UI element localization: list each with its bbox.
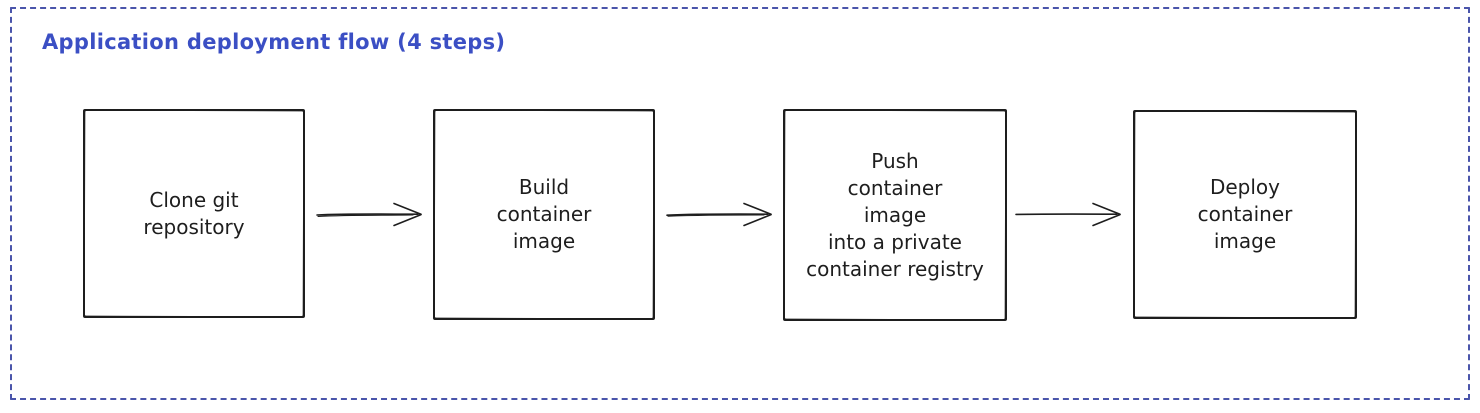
step-label-deploy-container-image: Deploy container image [1197,175,1293,253]
step-label-build-container-image: Build container image [496,175,592,253]
step-label-clone-git-repository: Clone git repository [143,187,245,239]
step-label-push-container-image: Push container image into a private cont… [806,148,984,281]
step-box-clone-git-repository: Clone git repository [83,109,305,318]
step-box-deploy-container-image: Deploy container image [1133,110,1357,319]
diagram-title: Application deployment flow (4 steps) [42,30,506,54]
step-box-build-container-image: Build container image [433,109,655,320]
arrow-right-icon [665,200,777,228]
arrow-right-icon [315,200,427,228]
arrow-right-icon [1014,200,1126,228]
step-box-push-container-image: Push container image into a private cont… [783,109,1007,321]
